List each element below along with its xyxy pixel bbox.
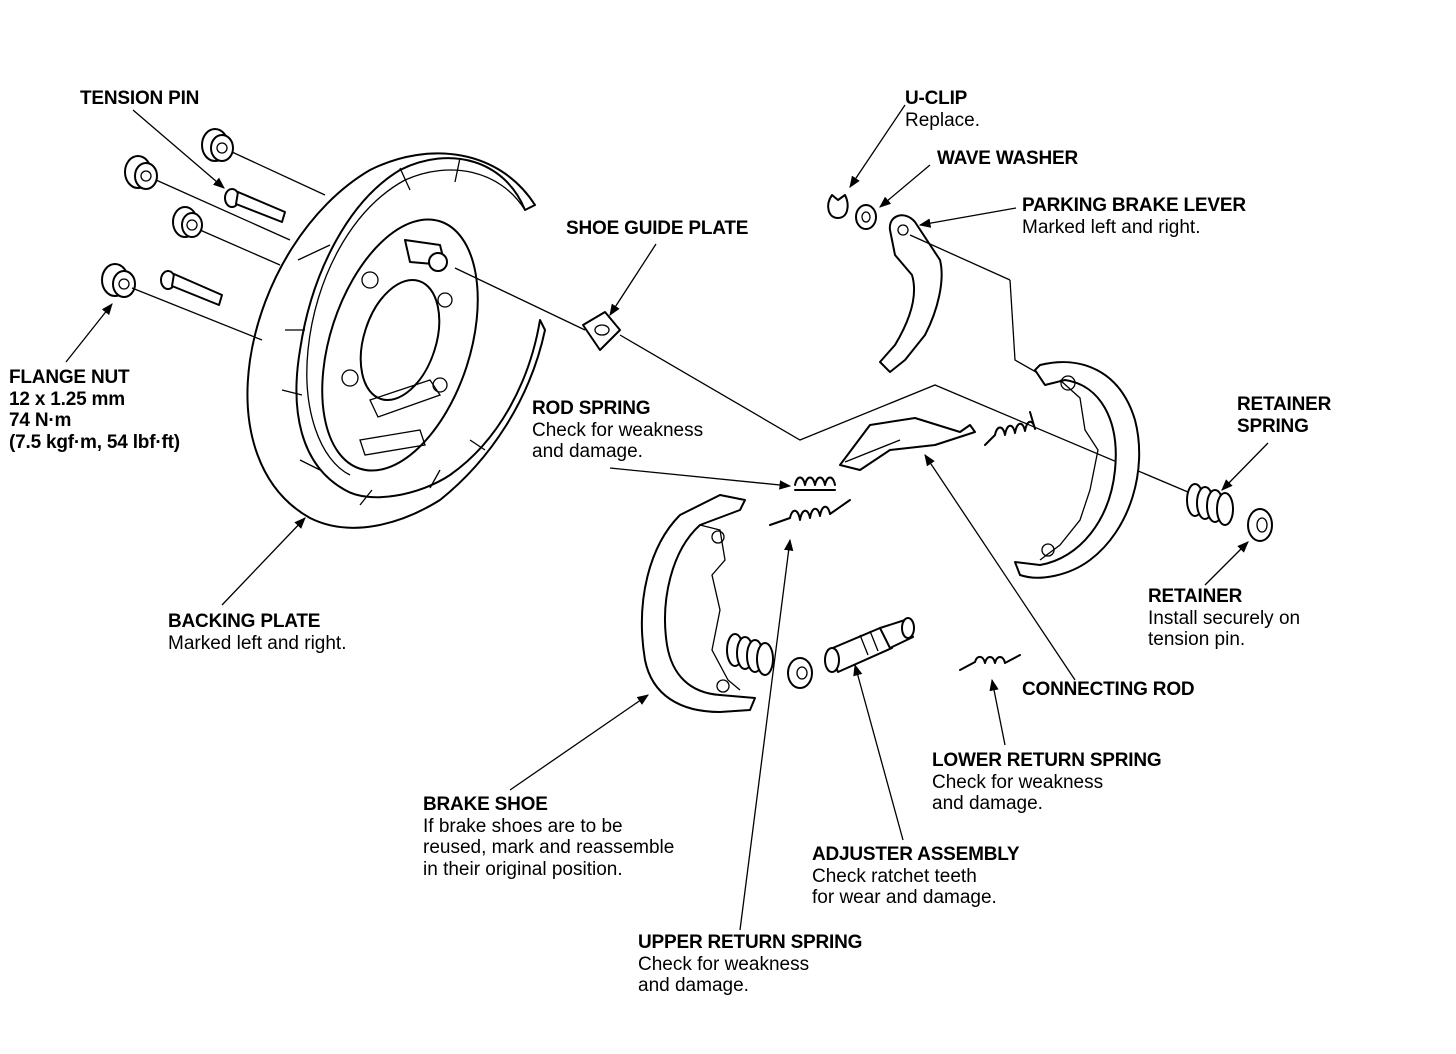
upper-return-spring [769, 499, 851, 526]
label-title: LOWER RETURN SPRING [932, 750, 1162, 771]
wave-washer [855, 204, 877, 230]
guide-plate-line [454, 267, 586, 331]
upper-return-spring-right [984, 411, 1036, 446]
label-title: FLANGE NUT [9, 367, 130, 388]
label-title: RETAINER [1237, 394, 1332, 415]
label-adjuster-assembly: ADJUSTER ASSEMBLY Check ratchet teeth fo… [812, 844, 1020, 909]
label-note: Check ratchet teeth [812, 865, 977, 887]
label-upper-return-spring: UPPER RETURN SPRING Check for weakness a… [638, 932, 862, 997]
label-title: CONNECTING ROD [1022, 679, 1195, 700]
label-u-clip: U-CLIP Replace. [905, 88, 980, 131]
flange-nuts [101, 128, 234, 298]
flange-nut-4 [101, 263, 136, 298]
u-clip [827, 194, 849, 219]
rod-axis-line [619, 334, 1196, 496]
tension-pins [160, 188, 286, 306]
parking-brake-lever [879, 214, 943, 373]
label-title: U-CLIP [905, 88, 968, 109]
label-title: RETAINER [1148, 586, 1243, 607]
backing-plate [246, 152, 546, 529]
label-note: and damage. [932, 793, 1043, 814]
label-shoe-guide-plate: SHOE GUIDE PLATE [566, 218, 748, 240]
label-note: Check for weakness [932, 771, 1104, 793]
connecting-rod [839, 417, 976, 471]
label-title: UPPER RETURN SPRING [638, 932, 863, 953]
label-spec: (7.5 kgf·m, 54 lbf·ft) [9, 431, 180, 453]
label-retainer: RETAINER Install securely on tension pin… [1148, 586, 1300, 651]
flange-nut-2 [124, 155, 158, 190]
label-note: Marked left and right. [168, 632, 347, 654]
label-note: Replace. [905, 109, 980, 131]
tension-pin-2 [160, 270, 223, 306]
label-flange-nut: FLANGE NUT 12 x 1.25 mm 74 N·m (7.5 kgf·… [9, 367, 180, 453]
label-title: SHOE GUIDE PLATE [566, 218, 749, 239]
label-note: in their original position. [423, 858, 623, 880]
stud-lines [131, 151, 326, 341]
retainer-left [787, 657, 813, 689]
brake-shoe-spring-left [726, 633, 774, 676]
label-spec: 12 x 1.25 mm [9, 388, 125, 410]
label-title: BACKING PLATE [168, 611, 321, 632]
label-note: Check for weakness [532, 419, 704, 441]
brake-shoe-left [640, 494, 756, 713]
retainer [1247, 508, 1273, 542]
rod-spring [794, 476, 836, 491]
label-tension-pin: TENSION PIN [80, 88, 199, 110]
label-note: for wear and damage. [812, 887, 997, 908]
label-spec: 74 N·m [9, 410, 72, 431]
label-title: SPRING [1237, 415, 1309, 437]
label-brake-shoe: BRAKE SHOE If brake shoes are to be reus… [423, 794, 674, 880]
label-title: WAVE WASHER [937, 148, 1079, 169]
label-note: and damage. [638, 975, 749, 996]
label-lower-return-spring: LOWER RETURN SPRING Check for weakness a… [932, 750, 1162, 815]
label-retainer-spring: RETAINER SPRING [1237, 394, 1331, 437]
label-title: ROD SPRING [532, 398, 651, 419]
retainer-spring [1186, 483, 1234, 526]
label-rod-spring: ROD SPRING Check for weakness and damage… [532, 398, 703, 463]
label-note: and damage. [532, 441, 643, 462]
label-backing-plate: BACKING PLATE Marked left and right. [168, 611, 346, 654]
label-wave-washer: WAVE WASHER [937, 148, 1078, 170]
leader-lines [65, 104, 1269, 931]
brake-shoe-right [1014, 361, 1141, 579]
lever-pin-line [909, 234, 1011, 281]
lower-return-spring [959, 654, 1021, 671]
label-title: PARKING BRAKE LEVER [1022, 195, 1246, 216]
label-note: reused, mark and reassemble [423, 837, 675, 858]
label-title: BRAKE SHOE [423, 794, 548, 815]
label-connecting-rod: CONNECTING ROD [1022, 679, 1195, 701]
adjuster-assembly [824, 617, 915, 673]
label-note: If brake shoes are to be [423, 815, 623, 837]
label-parking-brake-lever: PARKING BRAKE LEVER Marked left and righ… [1022, 195, 1246, 238]
tension-pin-1 [224, 188, 286, 223]
label-title: TENSION PIN [80, 88, 200, 109]
flange-nut-3 [172, 206, 203, 238]
label-note: tension pin. [1148, 629, 1246, 650]
label-note: Check for weakness [638, 953, 810, 975]
label-title: ADJUSTER ASSEMBLY [812, 844, 1020, 865]
shoe-guide-plate [582, 311, 621, 351]
label-note: Marked left and right. [1022, 216, 1201, 238]
flange-nut-1 [201, 128, 234, 162]
label-note: Install securely on [1148, 607, 1301, 629]
